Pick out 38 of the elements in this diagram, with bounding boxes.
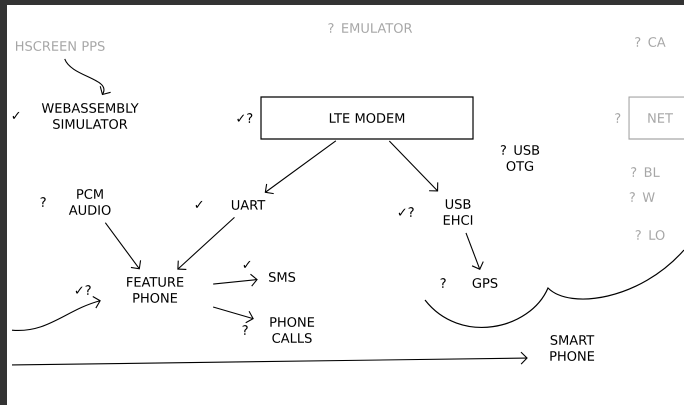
status-mark: ✓?: [237, 113, 252, 123]
node-label: WEBASSEMBLY SIMULATOR: [42, 103, 139, 129]
arrow: [212, 306, 254, 324]
note-text: ? EMULATOR: [328, 23, 412, 33]
arrow: [12, 296, 101, 331]
node-label: UART: [232, 200, 266, 210]
note-text: ? BL: [631, 167, 660, 177]
status-mark: ?: [615, 113, 620, 123]
note-text: ? USB OTG: [500, 145, 540, 171]
node-label: FEATURE PHONE: [127, 277, 184, 303]
labeled-box: NET: [628, 96, 684, 140]
node-label: HSCREEN PPS: [16, 41, 105, 51]
status-mark: ✓: [12, 112, 20, 119]
labeled-box: LTE MODEM: [260, 96, 474, 140]
status-mark: ?: [440, 278, 446, 288]
status-mark: ?: [40, 197, 46, 207]
status-mark: ✓: [196, 200, 202, 208]
status-mark: ✓?: [76, 285, 91, 295]
node-label: GPS: [472, 278, 498, 288]
arrow: [388, 140, 438, 192]
node-label: SMS: [269, 272, 296, 282]
status-mark: ✓?: [398, 207, 414, 217]
note-text: ? LO: [636, 230, 664, 240]
arrow: [12, 352, 528, 366]
arrow: [104, 222, 142, 270]
status-mark: ✓: [244, 260, 250, 268]
arrow: [264, 140, 336, 194]
arrow: [64, 58, 111, 96]
node-label: USB EHCI: [444, 199, 472, 225]
node-label: PHONE CALLS: [270, 317, 314, 343]
note-text: ? CA: [635, 37, 666, 47]
node-label: PCM AUDIO: [68, 189, 111, 215]
note-text: ? W: [630, 192, 655, 202]
status-mark: ?: [242, 325, 248, 335]
arrow: [177, 216, 235, 270]
arrow: [213, 274, 258, 286]
node-label: SMART PHONE: [550, 335, 594, 361]
arrow: [465, 232, 484, 270]
